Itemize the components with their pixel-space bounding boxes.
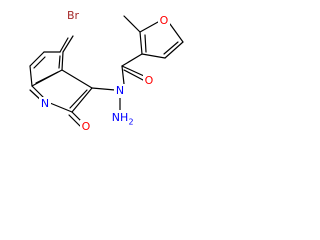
atom-label-ring-oxygen: O <box>82 120 91 133</box>
bond-c6-c7-inner <box>33 56 46 69</box>
bond-c3f-c2f <box>139 31 143 55</box>
bond-c7-c7a <box>29 65 33 87</box>
bond-c2f-of <box>139 21 159 33</box>
atom-label-hydrazide-nitrogen: N <box>116 84 124 97</box>
chemical-structure-diagram: Br N O N NH 2 O O <box>29 9 184 134</box>
bond-c6-c7 <box>29 51 45 67</box>
bond-c-amide-o <box>121 65 145 77</box>
bond-c-amide-o-inner <box>123 69 144 81</box>
atom-label-bromine: Br <box>67 9 80 22</box>
atom-label-layer: Br N O N NH 2 O O <box>39 9 170 134</box>
bond-c3-c2-inner <box>69 89 88 109</box>
bond-n-c-amide <box>121 65 125 85</box>
bond-c3f-c2f-inner <box>144 34 147 53</box>
bond-c4-c3a <box>61 51 64 71</box>
bond-c2-o-inner <box>68 114 81 127</box>
bond-layer <box>29 15 184 127</box>
bond-c3a-c3 <box>61 69 93 89</box>
atom-label-amino-subscript: 2 <box>128 118 133 127</box>
bond-c5f-c4f-inner <box>163 41 179 55</box>
bond-c5-br <box>59 37 69 53</box>
atom-label-amide-oxygen: O <box>145 74 154 87</box>
bond-c7a-c3a-inner <box>35 71 59 84</box>
bond-c5f-c4f <box>164 41 184 59</box>
bond-c4-c3a-inner <box>58 55 61 69</box>
bond-of-c5f <box>169 23 184 43</box>
atom-label-amino-group: NH <box>112 111 129 124</box>
bond-c2-n1 <box>49 102 73 113</box>
bond-c3-c2 <box>71 87 93 113</box>
bond-c-amide-c3f <box>121 53 143 67</box>
atom-label-ring-nitrogen: N <box>41 97 49 110</box>
bond-c3-n <box>91 87 116 91</box>
bond-c4-c5 <box>62 35 74 53</box>
bond-c4f-c3f <box>141 53 166 59</box>
atom-label-furan-oxygen: O <box>160 14 169 27</box>
bond-c2f-methyl <box>123 15 141 33</box>
